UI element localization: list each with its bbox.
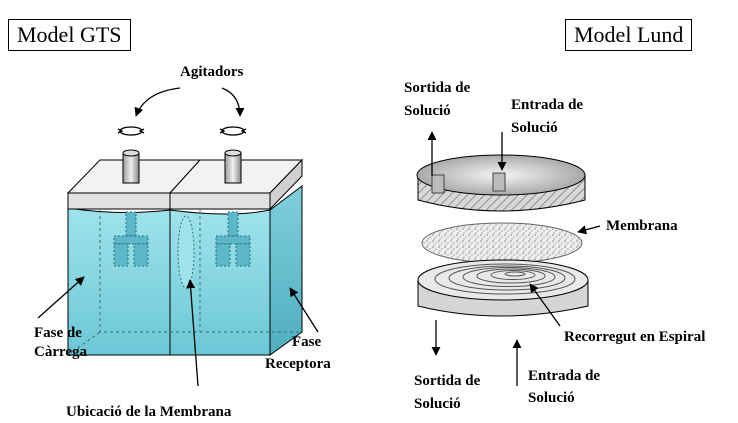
label-bottom-inlet-1: Entrada de (528, 368, 601, 384)
arrow-membrane (577, 225, 601, 235)
arrow-agitator-left (134, 87, 181, 117)
lund-top-cap (416, 154, 586, 212)
label-membrane-location: Ubicació de la Membrana (66, 404, 232, 420)
lund-membrane (421, 222, 583, 264)
arrow-membrane-location (186, 279, 199, 387)
label-bottom-inlet-2: Solució (528, 390, 575, 406)
gts-stirrer-left (113, 211, 149, 267)
label-membrane: Membrana (606, 218, 678, 234)
gts-membrane (177, 215, 195, 289)
lund-spiral (434, 263, 576, 295)
label-top-inlet-2: Solució (511, 120, 558, 136)
gts-water-side (269, 185, 303, 356)
arrow-agitator-right (221, 87, 245, 117)
label-receptor-phase-2: Receptora (265, 356, 331, 372)
gts-title: Model GTS (8, 19, 131, 51)
arrow-load-phase (37, 276, 85, 319)
label-top-inlet-1: Entrada de (511, 97, 584, 113)
label-top-outlet-1: Sortida de (404, 80, 471, 96)
arrow-receptor-phase (289, 287, 319, 333)
label-load-phase-2: Càrrega (34, 344, 88, 360)
arrow-spiral (529, 283, 561, 327)
label-bottom-outlet-2: Solució (414, 396, 461, 412)
gts-lid-right-side (269, 158, 303, 211)
label-load-phase-1: Fase de (34, 325, 82, 341)
label-spiral: Recorregut en Espiral (564, 329, 706, 345)
lund-bottom-cap (417, 259, 589, 317)
rotation-icon-right (219, 126, 247, 136)
label-receptor-phase-1: Fase (292, 334, 322, 350)
gts-stirrer-right (215, 211, 251, 267)
rotation-icon-left (117, 126, 145, 136)
label-top-outlet-2: Solució (404, 103, 451, 119)
label-agitators: Agitadors (180, 64, 244, 80)
lund-title: Model Lund (565, 19, 693, 51)
label-bottom-outlet-1: Sortida de (414, 373, 481, 389)
